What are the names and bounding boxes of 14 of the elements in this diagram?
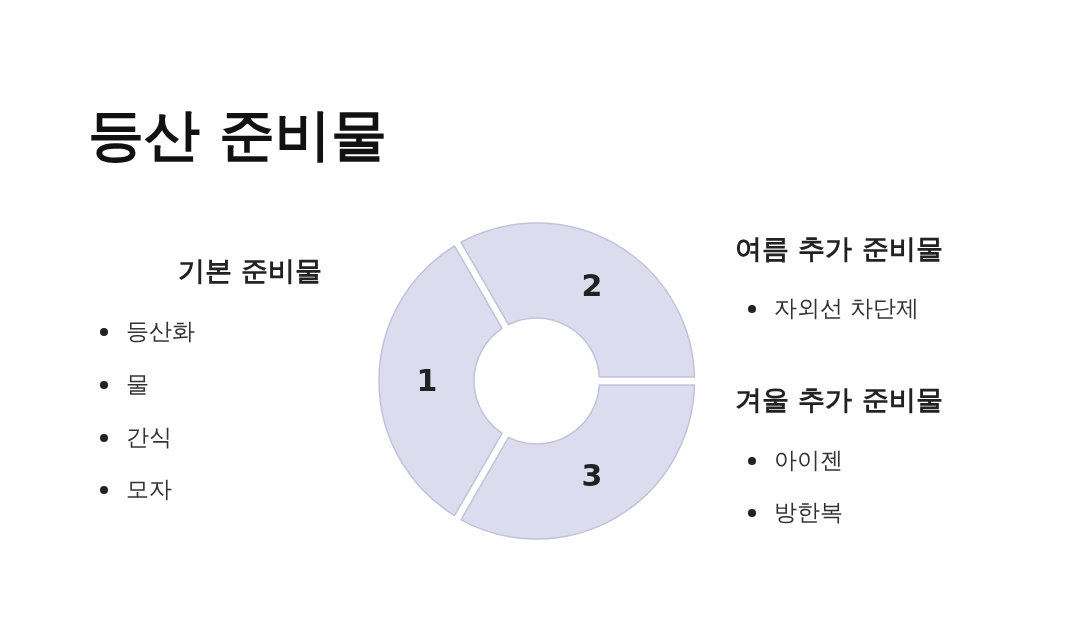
list-heading: 겨울 추가 준비물 [735,383,943,417]
list-item: 자외선 차단제 [742,293,920,323]
list-item: 등산화 [94,316,195,346]
list-heading: 기본 준비물 [178,254,323,288]
title: 등산 준비물 [88,101,388,169]
segment-number: 1 [416,364,438,398]
list-item: 모자 [94,474,172,504]
list-heading: 여름 추가 준비물 [735,232,943,266]
list-item: 방한복 [742,497,843,527]
list-item: 아이젠 [742,445,843,475]
segment-number: 3 [581,459,603,494]
list-item: 물 [94,369,149,399]
list-item: 간식 [94,422,172,452]
segment-number: 2 [581,268,603,303]
